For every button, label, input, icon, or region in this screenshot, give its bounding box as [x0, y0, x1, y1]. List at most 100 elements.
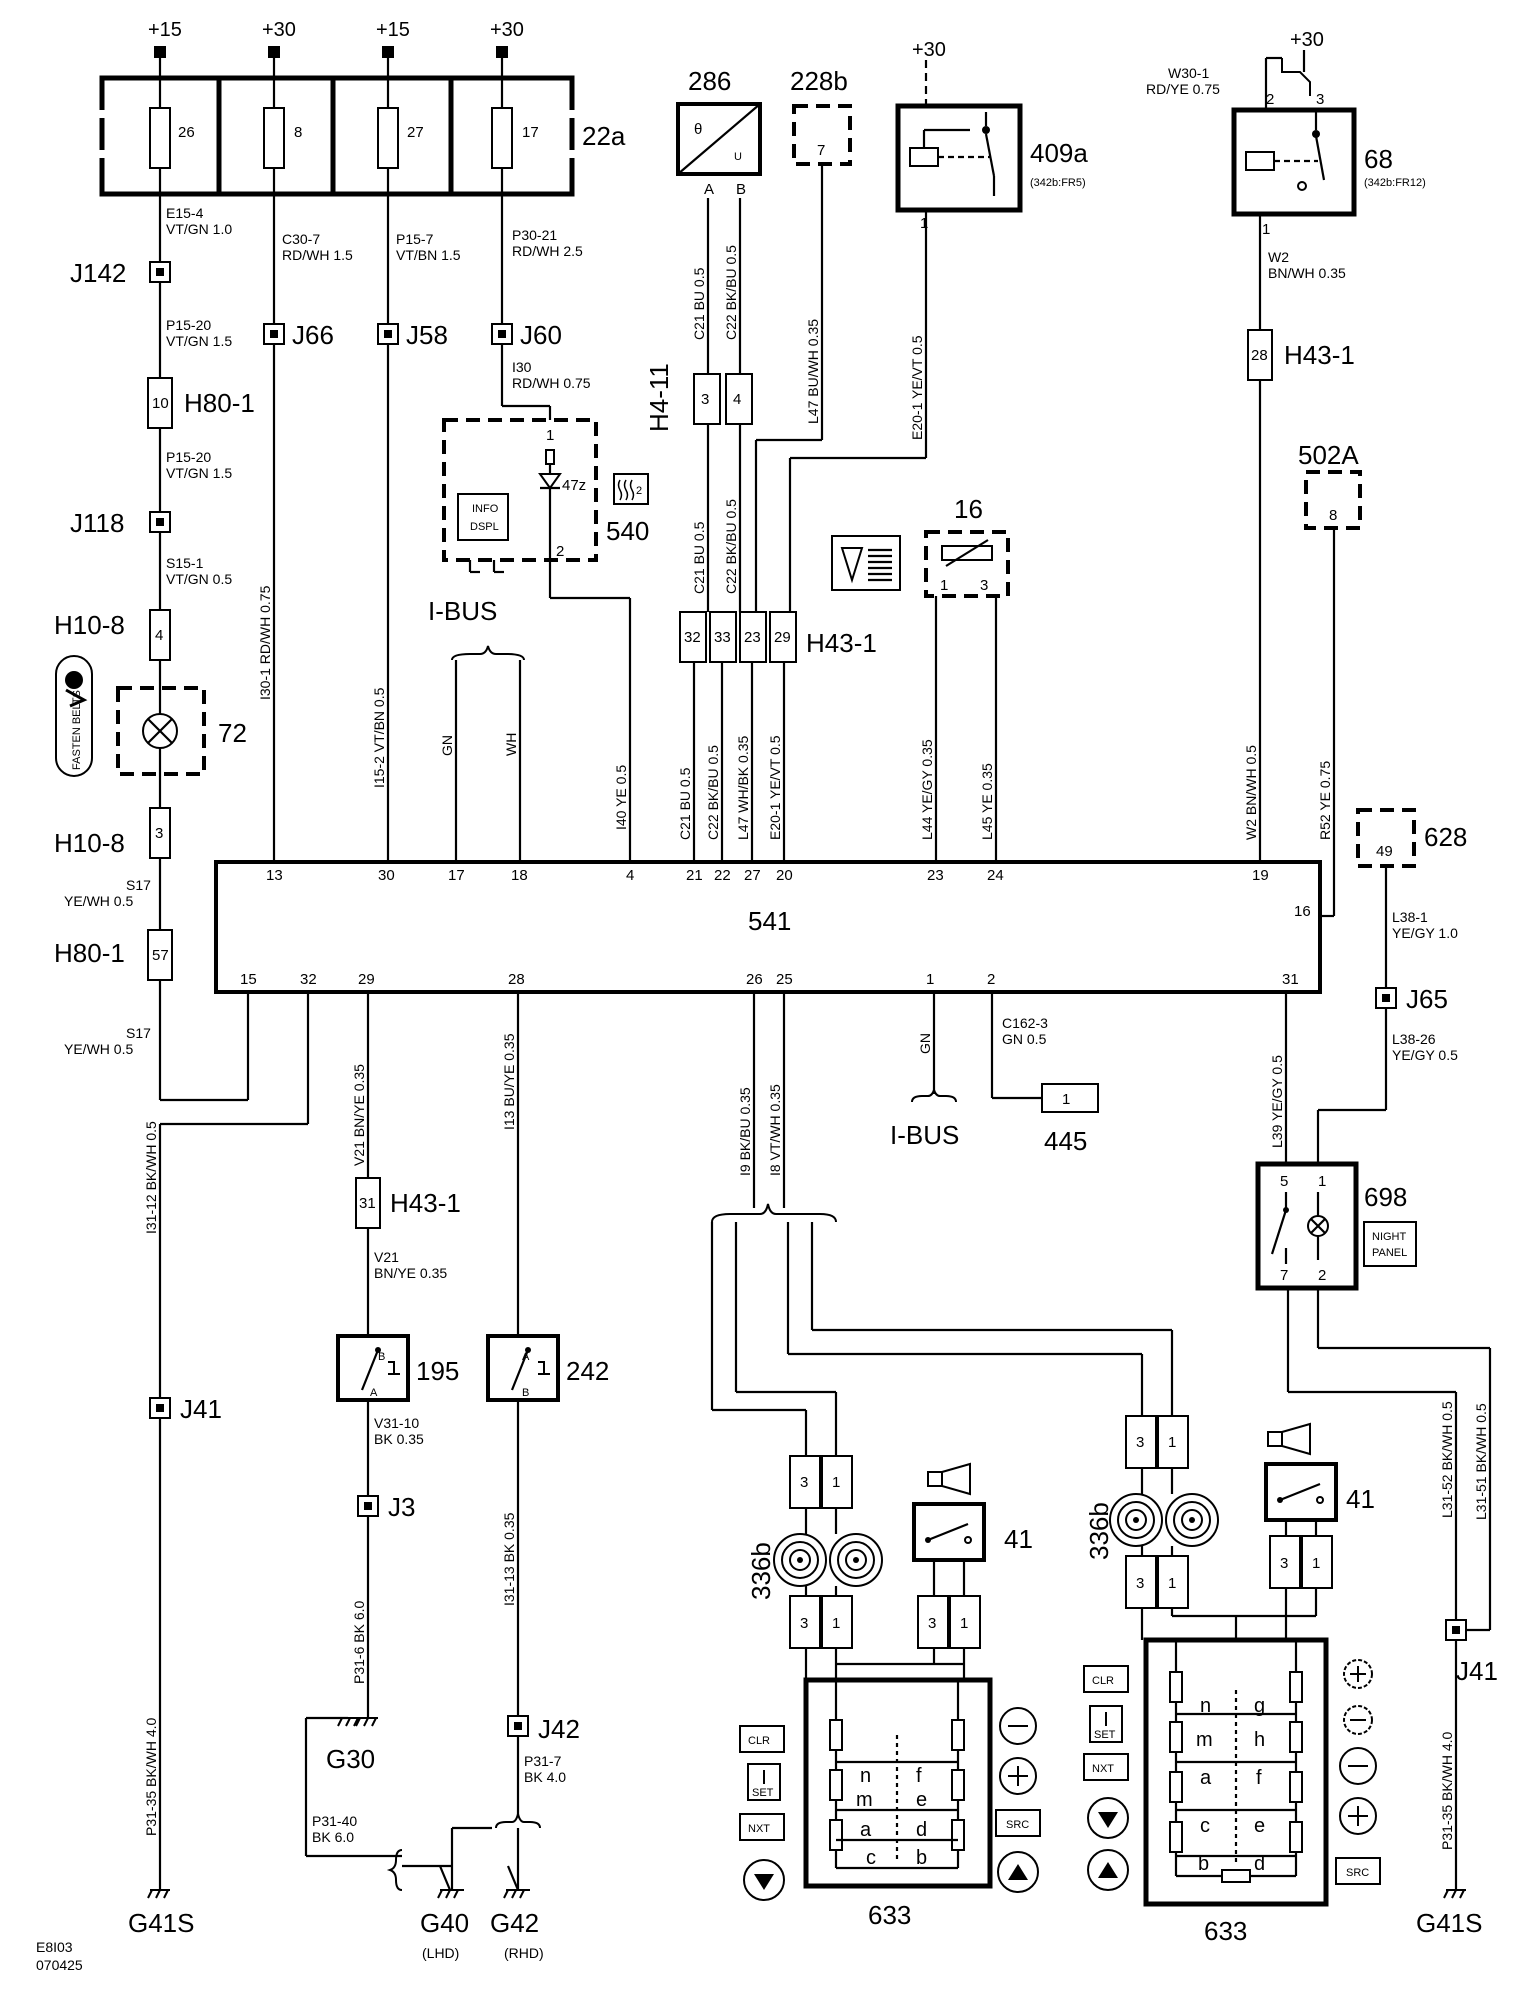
- connector-h4-11: 3 4 H4-11 C21 BU 0.5 C22 BK/BU 0.5: [644, 363, 753, 612]
- wire-p31-7: P31-7: [524, 1753, 562, 1769]
- c336b-r-pin-1b: 1: [1168, 1575, 1176, 1592]
- ground-g41s-a: G41S: [128, 1908, 195, 1938]
- h43-1-pin-23: 23: [744, 629, 761, 646]
- component-502a: 502A 8 R52 YE 0.75: [1298, 440, 1362, 918]
- connector-j66: J66: [292, 320, 334, 350]
- h4-11-pin-4: 4: [733, 391, 741, 408]
- c698-pin-2: 2: [1318, 1267, 1326, 1284]
- wire-c21-c: C21 BU 0.5: [677, 767, 693, 840]
- wire-l31-52: L31-52 BK/WH 0.5: [1439, 1401, 1455, 1518]
- src-button-icon-l: SRC: [1006, 1819, 1029, 1831]
- wire-l39: L39 YE/GY 0.5: [1269, 1055, 1285, 1148]
- ecu-pin-23: 23: [927, 867, 944, 884]
- fusebox-22a: 26 8 27 17 22a: [99, 75, 626, 197]
- wire-v21-b: V21: [374, 1249, 399, 1265]
- ecu-pin-21: 21: [686, 867, 703, 884]
- c633-r-n: n: [1200, 1695, 1211, 1717]
- c633-r-m: m: [1196, 1729, 1213, 1751]
- component-628-label: 628: [1424, 822, 1467, 852]
- wire-i30: I30: [512, 359, 532, 375]
- ground-g40-sub: (LHD): [422, 1945, 459, 1961]
- wire-p31-7-color: BK 4.0: [524, 1769, 566, 1785]
- ecu-pin-18: 18: [511, 867, 528, 884]
- fusebox-label: 22a: [582, 121, 626, 151]
- steering-right-group: 3 1 336b 3 1 41 3 1: [1083, 1415, 1381, 1946]
- c228b-pin-7: 7: [817, 142, 825, 159]
- c68-pin-3: 3: [1316, 91, 1324, 108]
- dspl-text: DSPL: [470, 521, 499, 533]
- wire-l44: L44 YE/GY 0.35: [919, 739, 935, 840]
- c16-pin-1: 1: [940, 577, 948, 594]
- supply-terminals: +15 +30 +15 +30: [148, 19, 524, 80]
- connector-j41-a: J41: [180, 1394, 222, 1424]
- h43-1-pin-33: 33: [714, 629, 731, 646]
- connector-h10-8-b: H10-8: [54, 828, 125, 858]
- circuit-336b-bus: I9 BK/BU 0.35 I8 VT/WH 0.35: [710, 992, 1174, 1456]
- connector-j41-b: J41: [1456, 1656, 1498, 1686]
- c336b-l-pin-3a: 3: [800, 1474, 808, 1491]
- ecu-pin-4: 4: [626, 867, 634, 884]
- component-409a-ref: (342b:FR5): [1030, 177, 1086, 189]
- component-633-left-label: 633: [868, 1900, 911, 1930]
- c633-r-f: f: [1256, 1767, 1262, 1789]
- panel-text: PANEL: [1372, 1247, 1407, 1259]
- component-286: 286 θ U A B C21 BU 0.5 C22 BK/BU 0.5: [676, 66, 762, 374]
- h43-1-b-label: H43-1: [806, 628, 877, 658]
- connector-h80-1-a: H80-1: [184, 388, 255, 418]
- h43-1-pin-31: 31: [359, 1195, 376, 1212]
- wire-p15-20-a-color: VT/GN 1.5: [166, 333, 232, 349]
- supply-plus15-a: +15: [148, 19, 182, 41]
- wire-p15-20-b: P15-20: [166, 449, 211, 465]
- info-text: INFO: [472, 503, 499, 515]
- h4-11-label: H4-11: [644, 363, 674, 432]
- ecu-pin-17: 17: [448, 867, 465, 884]
- fasten-belts-icon: FASTEN BELTS: [55, 655, 93, 777]
- supply-relay409: +30: [912, 39, 946, 61]
- set-button-icon-l: SET: [752, 1787, 774, 1799]
- component-540-label: 540: [606, 516, 649, 546]
- wire-e15-4-color: VT/GN 1.0: [166, 221, 232, 237]
- h80-1-pin-10: 10: [152, 395, 169, 412]
- wire-c30-7-color: RD/WH 1.5: [282, 247, 353, 263]
- display-icon: [831, 535, 901, 591]
- wire-c21-a: C21 BU 0.5: [691, 267, 707, 340]
- c698-pin-5: 5: [1280, 1173, 1288, 1190]
- c540-pin-1: 1: [546, 427, 554, 444]
- column-j58: P15-7 VT/BN 1.5 J58 I15-2 VT/BN 0.5: [371, 194, 461, 862]
- wire-c22-c: C22 BK/BU 0.5: [705, 745, 721, 840]
- wire-p15-20-a: P15-20: [166, 317, 211, 333]
- clr-button-icon-l: CLR: [748, 1735, 770, 1747]
- wire-w2-color: BN/WH 0.35: [1268, 265, 1346, 281]
- c41-l-pin-1: 1: [960, 1615, 968, 1632]
- component-286-label: 286: [688, 66, 731, 96]
- component-698: L39 YE/GY 0.5 5 1 7 2 698 NIGHT PANEL L3…: [1255, 992, 1498, 1938]
- c698-pin-7: 7: [1280, 1267, 1288, 1284]
- h80-1-pin-57: 57: [152, 947, 169, 964]
- column-j60: P30-21 RD/WH 2.5 J60 I30 RD/WH 0.75: [491, 194, 591, 440]
- wire-s17-a-color: YE/WH 0.5: [64, 893, 133, 909]
- connector-j65: J65: [1406, 984, 1448, 1014]
- component-68: +30 W30-1 RD/YE 0.75 2 3 68 (342b:FR12) …: [1146, 29, 1426, 862]
- clr-button-icon-r: CLR: [1092, 1675, 1114, 1687]
- supply-plus30-a: +30: [262, 19, 296, 41]
- ecu-pin-16: 16: [1294, 903, 1311, 920]
- steering-left-group: 3 1 336b 3 1 41 3 1: [739, 1455, 1041, 1930]
- c633-l-n: n: [860, 1765, 871, 1787]
- c633-l-b: b: [916, 1847, 927, 1869]
- ground-g42: G42: [490, 1908, 539, 1938]
- wire-p31-40: P31-40: [312, 1813, 357, 1829]
- ecu-pin-26: 26: [746, 971, 763, 988]
- c633-r-c: c: [1200, 1815, 1210, 1837]
- ecu-pin-13: 13: [266, 867, 283, 884]
- component-72-label: 72: [218, 718, 247, 748]
- wire-gn-2: GN: [917, 1033, 933, 1054]
- wire-i30-color: RD/WH 0.75: [512, 375, 591, 391]
- diode-47z: 47z: [562, 477, 586, 494]
- gear-icon: [1343, 1659, 1373, 1735]
- h43-1-a-label: H43-1: [1284, 340, 1355, 370]
- u-symbol: U: [734, 151, 742, 163]
- component-445-label: 445: [1044, 1126, 1087, 1156]
- ecu-pin-28: 28: [508, 971, 525, 988]
- wire-l38-26-color: YE/GY 0.5: [1392, 1047, 1458, 1063]
- column-j66: C30-7 RD/WH 1.5 J66 I30-1 RD/WH 0.75: [257, 194, 353, 862]
